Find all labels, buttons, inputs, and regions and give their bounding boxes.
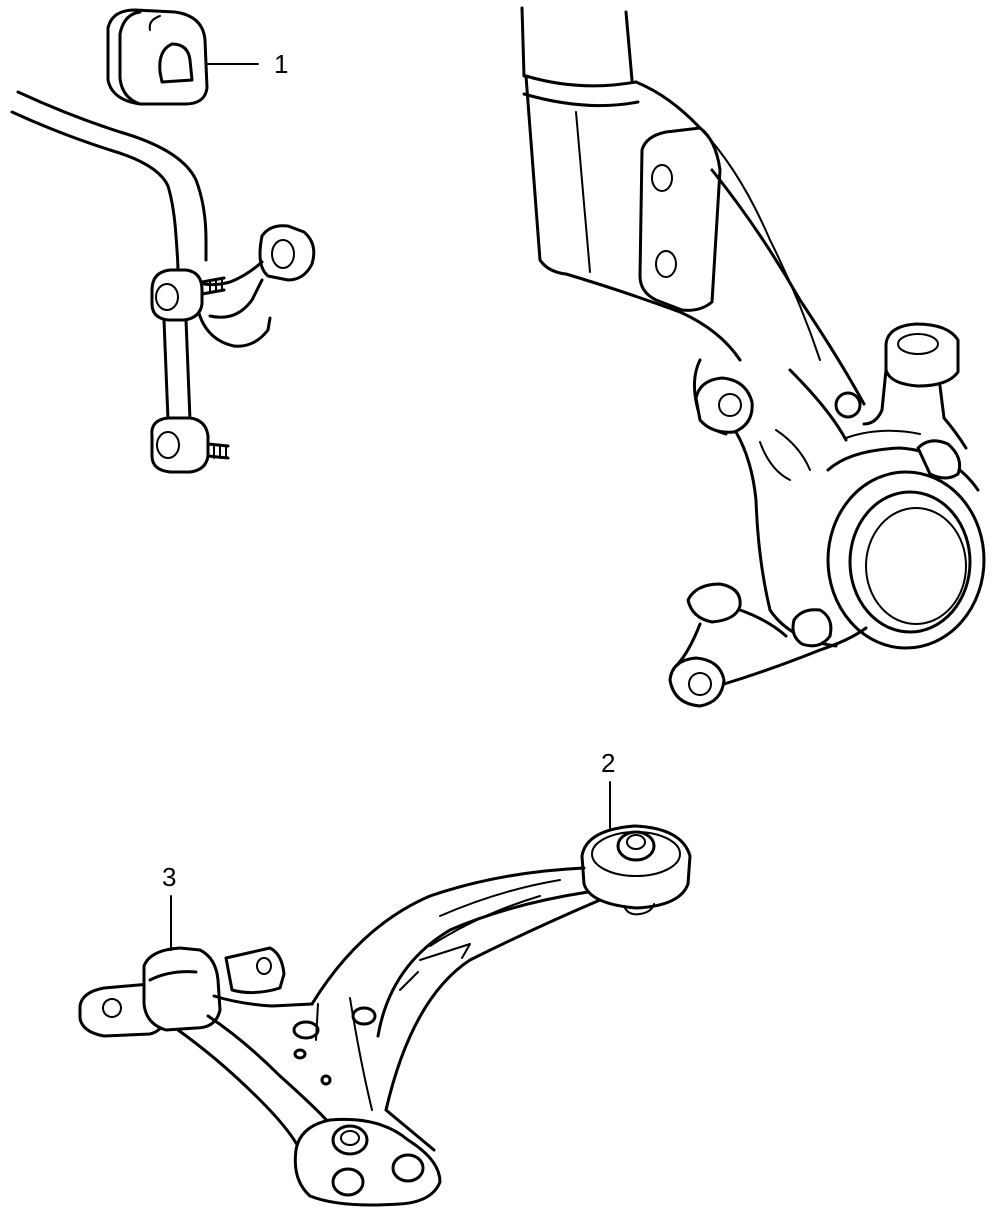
callout-3: 3 (162, 862, 176, 892)
lower-control-arm (78, 824, 692, 1207)
callout-1: 1 (274, 49, 288, 79)
steering-knuckle (520, 6, 986, 708)
stabilizer-bushing (106, 8, 209, 106)
stabilizer-link (150, 224, 316, 474)
stabilizer-bar (10, 90, 272, 348)
callout-2: 2 (601, 748, 615, 778)
